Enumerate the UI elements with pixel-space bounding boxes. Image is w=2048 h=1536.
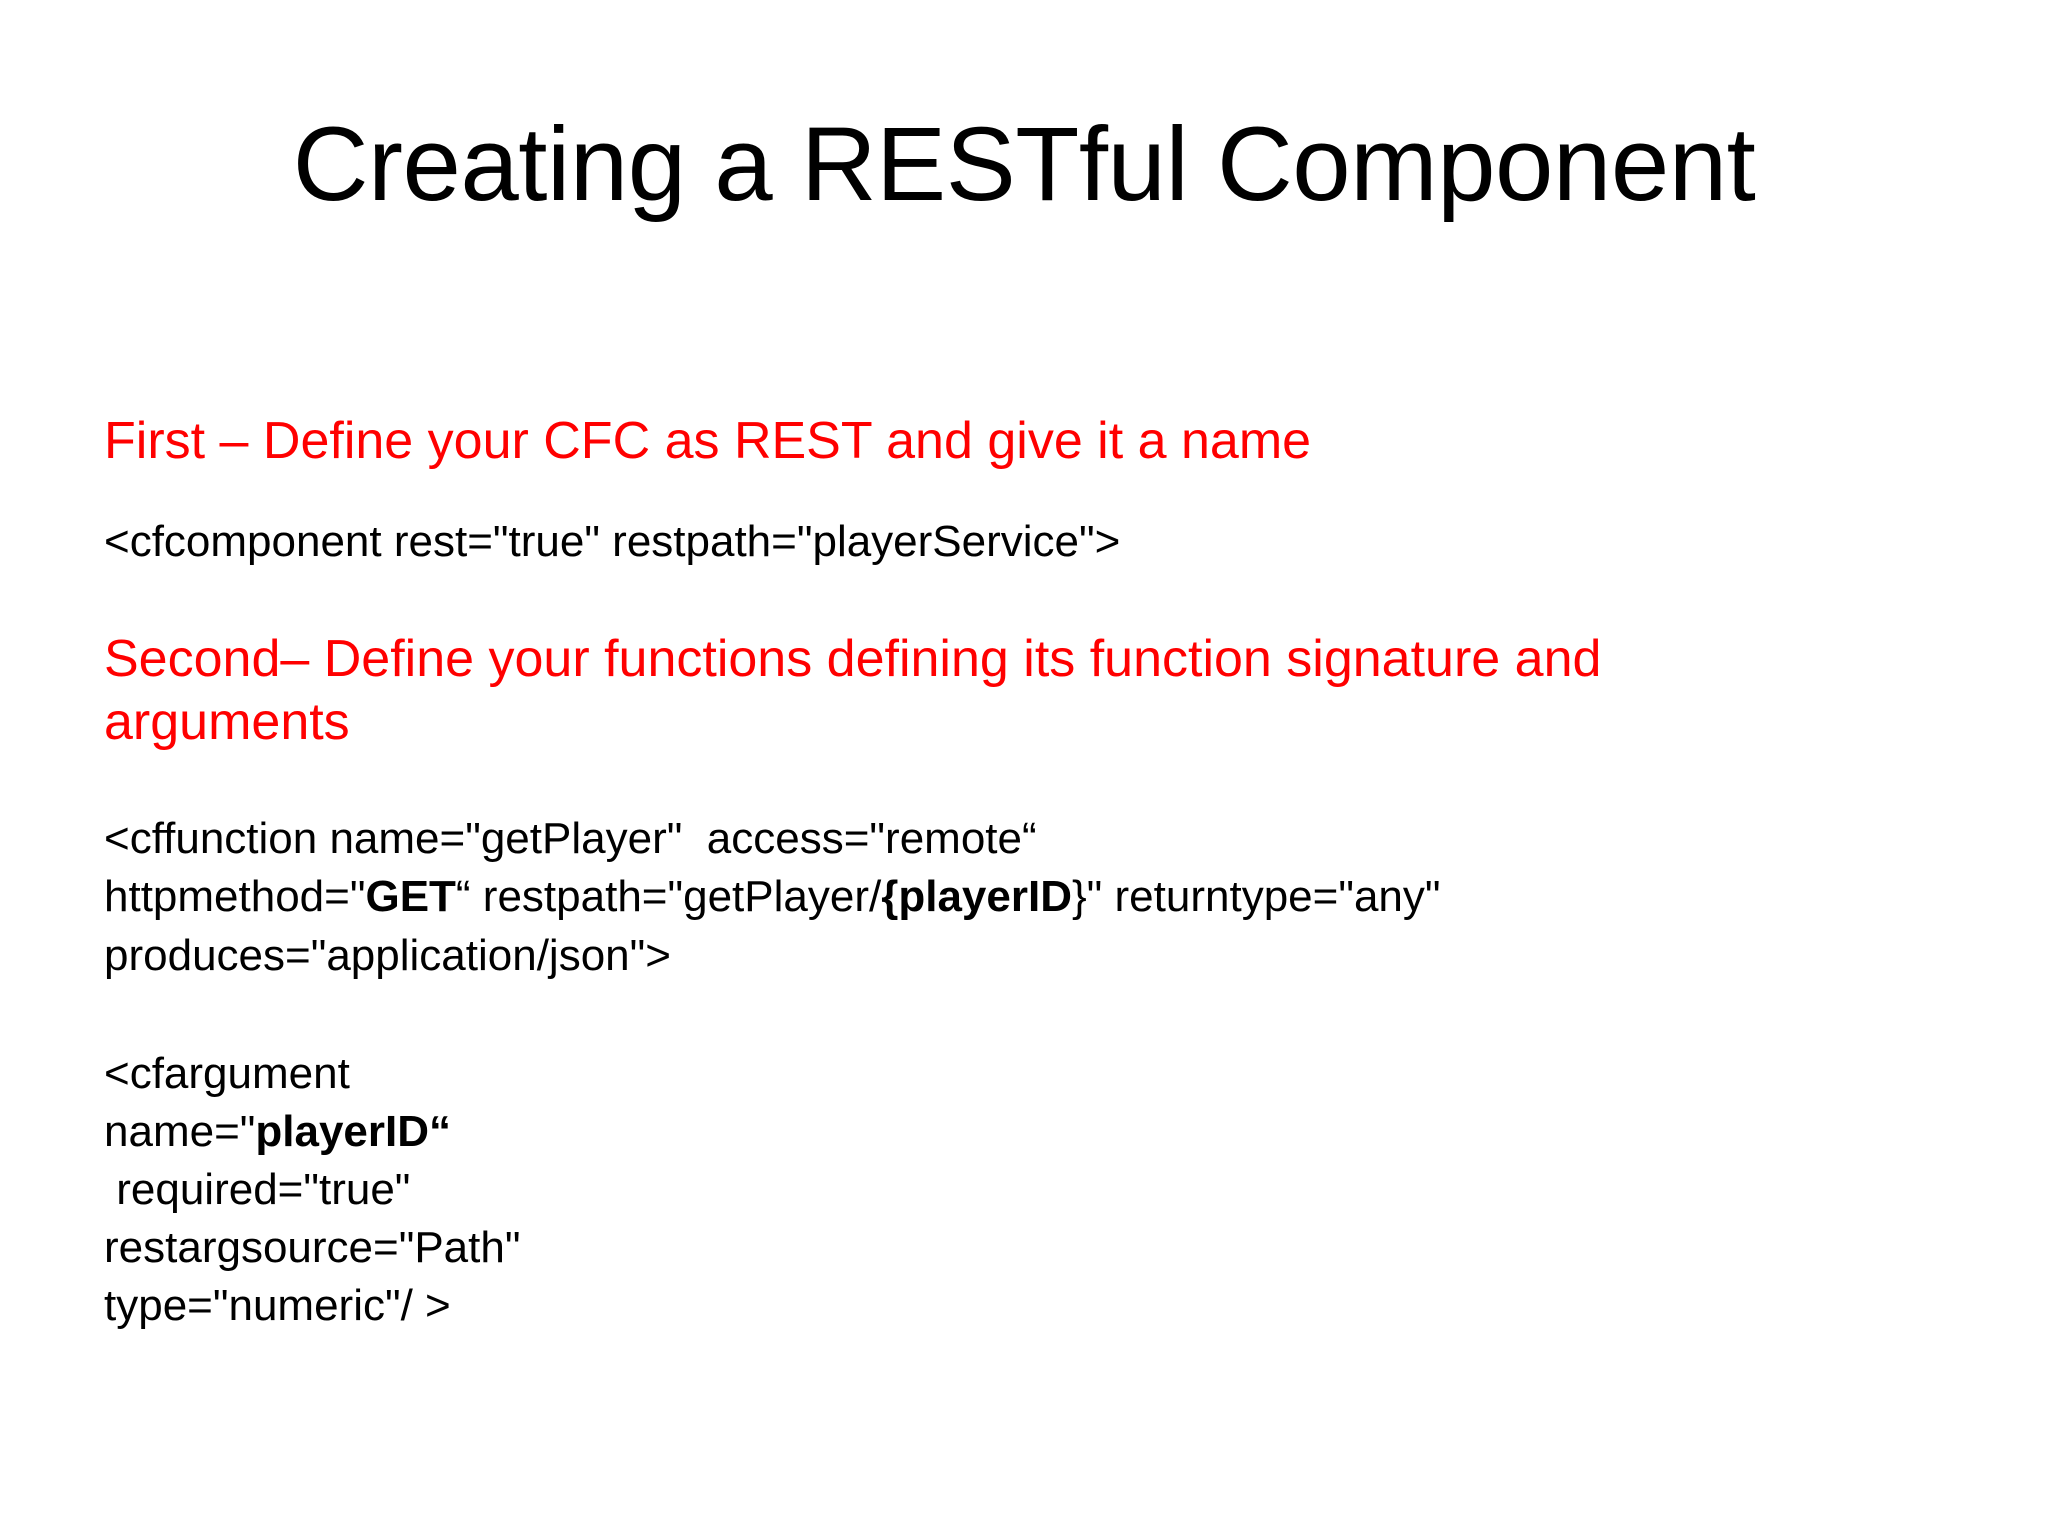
spacer bbox=[104, 473, 1664, 513]
cffunction-text-part-3: }" returntype="any" produces="applicatio… bbox=[104, 872, 1441, 980]
spacer bbox=[104, 985, 1664, 1045]
spacer bbox=[104, 754, 1664, 810]
section-1-code: <cfcomponent rest="true" restpath="playe… bbox=[104, 517, 1121, 567]
cfargument-text-part-2: required="true" restargsource="Path" typ… bbox=[104, 1164, 521, 1330]
section-2-heading: Second– Define your functions defining i… bbox=[104, 629, 1616, 751]
section-2-code-cffunction: <cffunction name="getPlayer" access="rem… bbox=[104, 810, 1664, 984]
cfargument-bold-playerid: playerID“ bbox=[255, 1106, 452, 1156]
cffunction-text-part-2: “ restpath="getPlayer/ bbox=[455, 872, 882, 922]
cfargument-text-part-1: <cfargument name=" bbox=[104, 1048, 350, 1156]
section-2-code-cfargument: <cfargument name="playerID“ required="tr… bbox=[104, 1045, 1664, 1335]
spacer bbox=[104, 572, 1664, 628]
cffunction-bold-get: GET bbox=[365, 872, 456, 922]
slide-body: First – Define your CFC as REST and give… bbox=[104, 410, 1664, 1335]
cffunction-bold-playerid: {playerID bbox=[881, 872, 1072, 922]
section-1-heading: First – Define your CFC as REST and give… bbox=[104, 412, 1312, 470]
page-title: Creating a RESTful Component bbox=[292, 106, 1756, 223]
cffunction-text-part-1: <cffunction name="getPlayer" access="rem… bbox=[104, 814, 1037, 922]
